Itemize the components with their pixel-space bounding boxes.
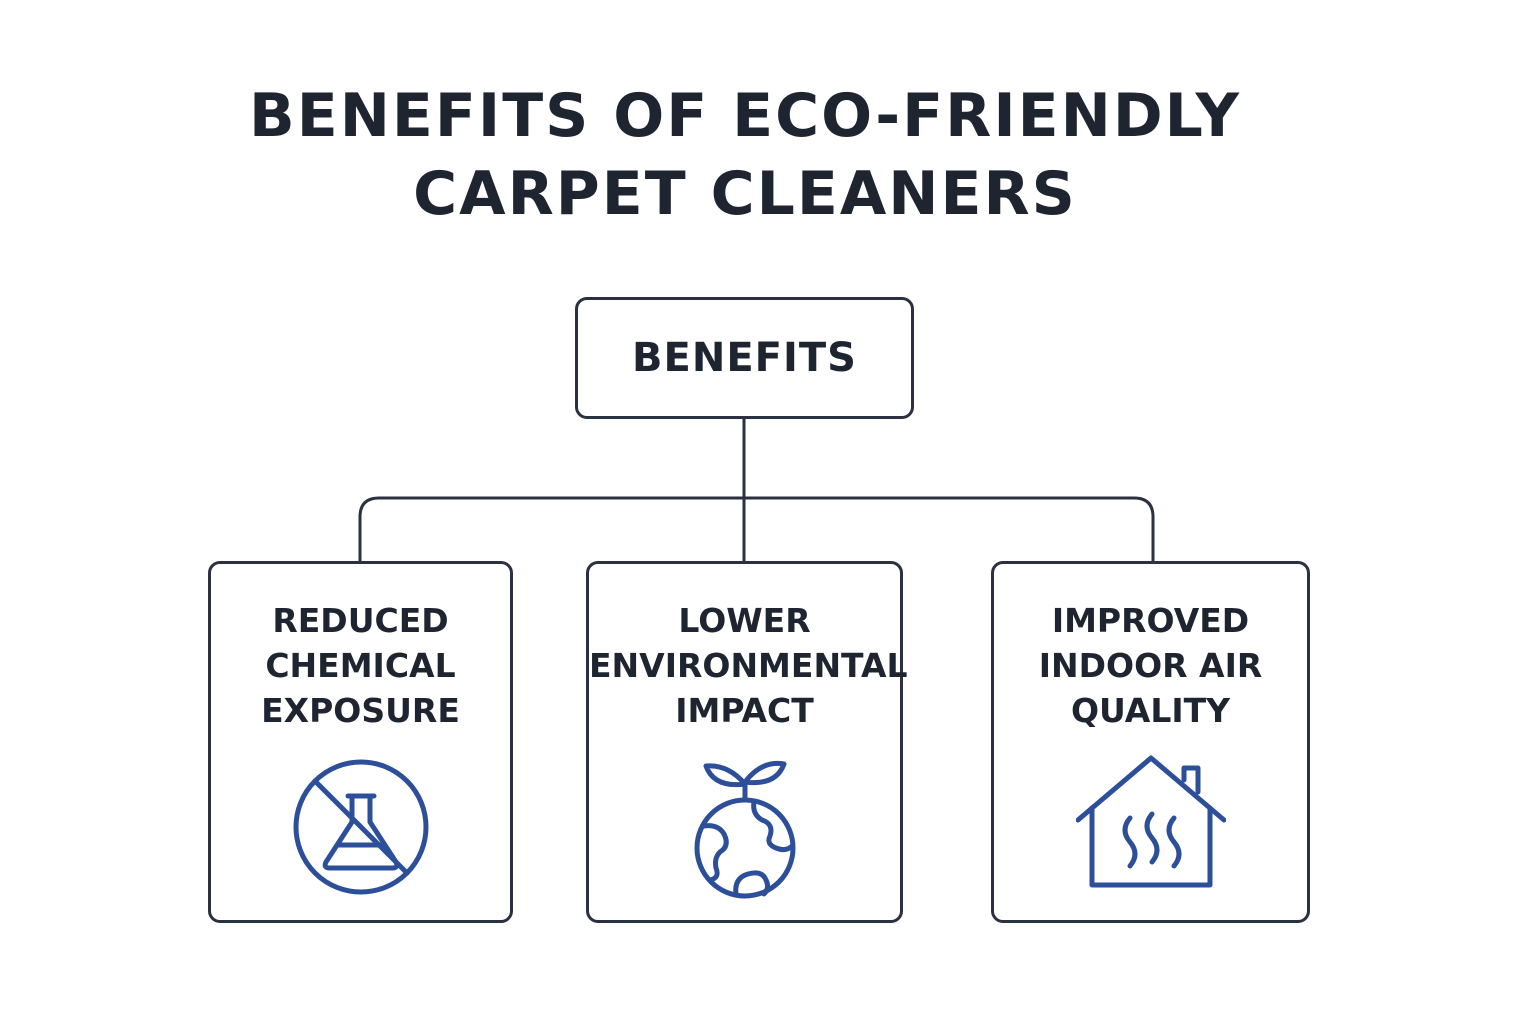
house-air-icon — [1075, 755, 1226, 888]
benefit-card-label: REDUCED CHEMICAL EXPOSURE — [211, 598, 510, 733]
benefit-card-lower-environmental-impact: LOWER ENVIRONMENTAL IMPACT — [586, 561, 908, 923]
root-node: BENEFITS — [575, 297, 914, 419]
benefit-label-line: IMPROVED — [1051, 601, 1250, 640]
benefit-label-line: ENVIRONMENTAL — [589, 646, 908, 685]
globe-sprout-icon — [694, 760, 795, 899]
benefit-label-line: CHEMICAL — [265, 646, 456, 685]
benefit-card-label: LOWER ENVIRONMENTAL IMPACT — [589, 598, 908, 733]
root-node-label: BENEFITS — [632, 335, 857, 381]
benefit-label-line: LOWER — [678, 601, 811, 640]
benefit-label-line: EXPOSURE — [261, 691, 460, 730]
benefit-card-reduced-chemical-exposure: REDUCED CHEMICAL EXPOSURE — [208, 561, 513, 923]
benefit-label-line: IMPACT — [675, 691, 814, 730]
benefit-card-label: IMPROVED INDOOR AIR QUALITY — [994, 598, 1307, 733]
diagram-title-line-2: CARPET CLEANERS — [413, 159, 1077, 229]
diagram-title-line-1: BENEFITS OF ECO-FRIENDLY — [248, 81, 1242, 151]
benefit-label-line: REDUCED — [272, 601, 449, 640]
benefit-card-improved-indoor-air-quality: IMPROVED INDOOR AIR QUALITY — [991, 561, 1310, 923]
benefit-label-line: INDOOR AIR — [1038, 646, 1263, 685]
benefit-label-line: QUALITY — [1070, 691, 1231, 730]
connector-branch — [358, 496, 1155, 561]
no-chemicals-icon — [293, 759, 428, 895]
